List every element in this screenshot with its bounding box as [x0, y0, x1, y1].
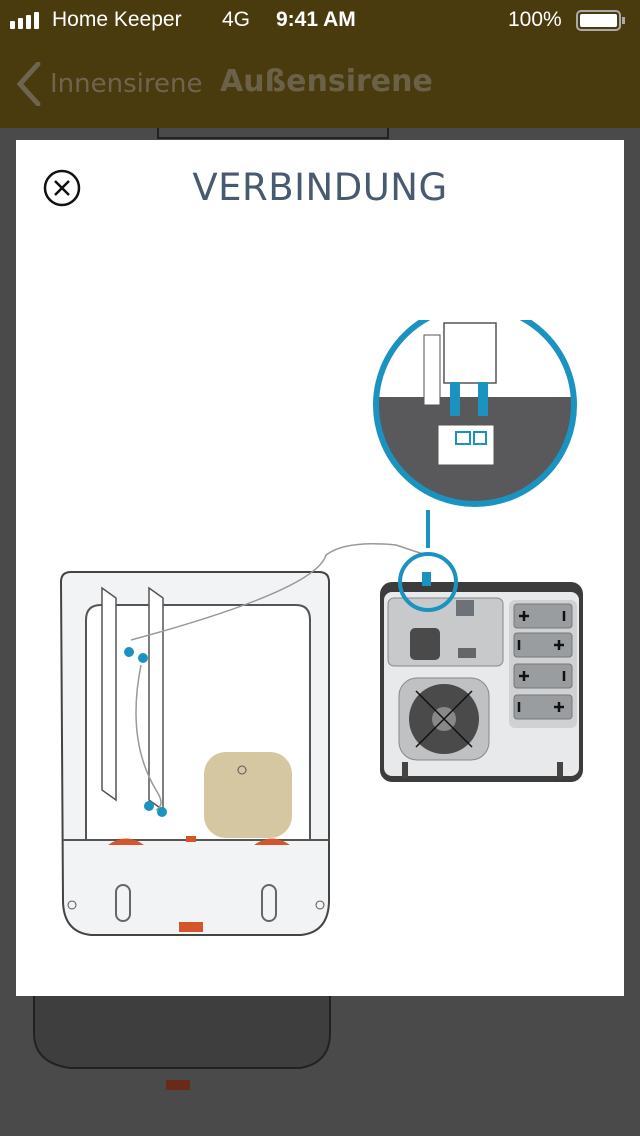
connection-illustration: [59, 320, 583, 936]
connection-modal: VERBINDUNG: [16, 140, 624, 996]
signal-icon: [10, 12, 48, 36]
battery-percent: 100%: [508, 8, 562, 31]
background-device-illustration: [33, 128, 389, 1090]
modal-title: VERBINDUNG: [192, 166, 448, 209]
status-bar: Home Keeper 4G 9:41 AM 100%: [0, 0, 640, 40]
siren-housing: [59, 543, 427, 936]
carrier: Home Keeper: [52, 8, 182, 31]
close-icon[interactable]: [43, 169, 81, 207]
nav-title: Außensirene: [220, 64, 433, 99]
battery-polarity-marks: [517, 611, 566, 712]
chevron-left-icon: [16, 62, 41, 106]
connector-zoom-callout: [373, 320, 577, 612]
network: 4G: [222, 8, 251, 31]
back-button[interactable]: Innensirene: [14, 62, 202, 106]
electronics-panel: [380, 582, 583, 782]
clock: 9:41 AM: [276, 8, 356, 31]
battery-icon: [576, 10, 626, 38]
back-label: Innensirene: [50, 69, 203, 99]
navigation-bar: Innensirene Außensirene: [0, 40, 640, 128]
